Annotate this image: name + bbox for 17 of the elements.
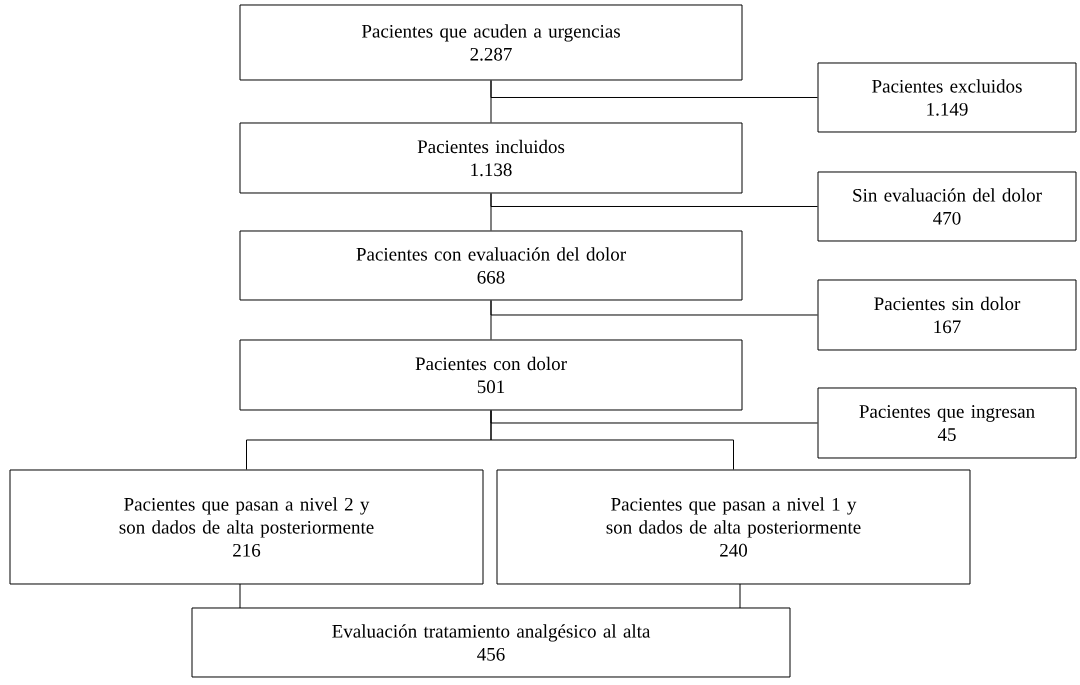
connector-line bbox=[739, 583, 741, 609]
process-box: Pacientes que ingresan 45 bbox=[817, 387, 1077, 459]
process-box: Pacientes con evaluación del dolor 668 bbox=[239, 230, 743, 301]
process-box: Evaluación tratamiento analgésico al alta 456 bbox=[191, 607, 791, 678]
process-box: Pacientes incluidos 1.138 bbox=[239, 122, 743, 194]
process-box: Pacientes que pasan a nivel 1 y son dados de alta posteriormente 240 bbox=[496, 469, 971, 585]
process-box: Sin evaluación del dolor 470 bbox=[817, 171, 1077, 242]
connector-line bbox=[490, 193, 818, 207]
connector-line bbox=[490, 80, 818, 98]
connector-line bbox=[490, 410, 734, 470]
connector-line bbox=[490, 300, 818, 316]
process-box: Pacientes sin dolor 167 bbox=[817, 279, 1077, 351]
process-box: Pacientes excluidos 1.149 bbox=[817, 62, 1077, 133]
process-box: Pacientes que pasan a nivel 2 y son dados de alta posteriormente 216 bbox=[9, 469, 484, 585]
connector-line bbox=[239, 583, 241, 609]
process-box: Pacientes con dolor 501 bbox=[239, 339, 743, 411]
process-box: Pacientes que acuden a urgencias 2.287 bbox=[239, 4, 743, 81]
